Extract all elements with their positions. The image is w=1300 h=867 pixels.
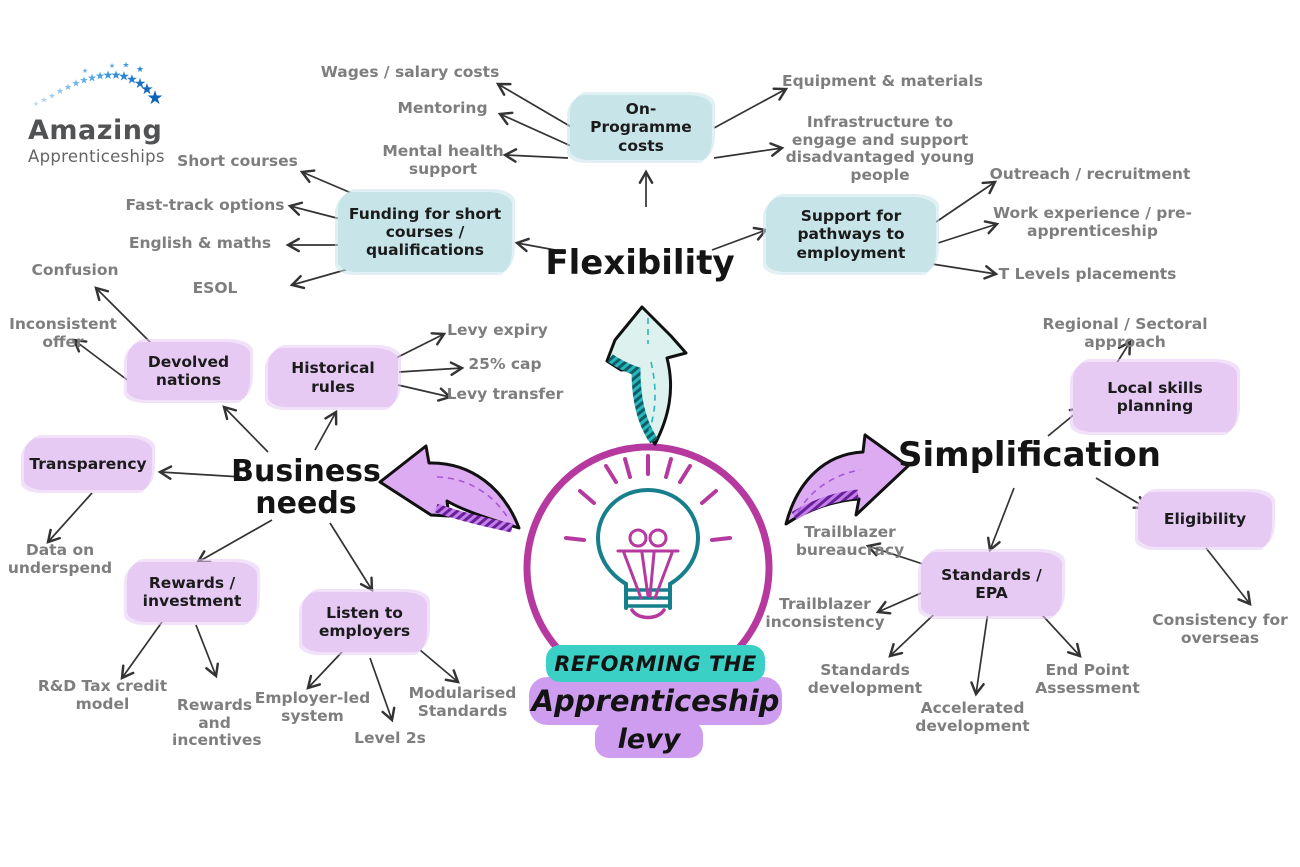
leaf-levy-expiry: Levy expiry bbox=[447, 321, 548, 339]
branch-title-business-needs: Business needs bbox=[231, 454, 381, 521]
leaf-infrastructure: Infrastructure to engage and support dis… bbox=[785, 113, 975, 184]
svg-text:★: ★ bbox=[109, 62, 115, 70]
arrow-left-purple-icon bbox=[378, 444, 521, 533]
node-devolved-nations: Devolved nations bbox=[127, 342, 250, 400]
logo-subtitle: Apprenticeships bbox=[28, 147, 165, 166]
leaf-trailblazer-inconsistency: Trailblazer inconsistency bbox=[765, 595, 885, 631]
leaf-levy-transfer: Levy transfer bbox=[446, 385, 564, 403]
connector-lines bbox=[46, 82, 1252, 723]
leaf-trailblazer-bureaucracy: Trailblazer bureaucracy bbox=[795, 523, 905, 559]
node-transparency: Transparency bbox=[24, 438, 152, 490]
leaf-work-experience: Work experience / pre-apprenticeship bbox=[992, 204, 1192, 240]
node-funding-short-courses: Funding for short courses / qualificatio… bbox=[338, 192, 512, 272]
leaf-outreach-recruitment: Outreach / recruitment bbox=[989, 165, 1191, 183]
svg-text:★: ★ bbox=[111, 68, 122, 82]
arrow-right-purple-icon bbox=[784, 433, 910, 526]
node-local-skills-planning: Local skills planning bbox=[1073, 362, 1237, 432]
leaf-t-levels-placements: T Levels placements bbox=[998, 265, 1177, 283]
lightbulb-icon bbox=[564, 454, 732, 620]
center-tag-levy: levy bbox=[595, 721, 703, 758]
leaf-regional-sectoral-approach: Regional / Sectoral approach bbox=[1042, 315, 1208, 351]
leaf-confusion: Confusion bbox=[31, 261, 119, 279]
branch-title-flexibility: Flexibility bbox=[545, 243, 735, 283]
svg-text:★: ★ bbox=[103, 68, 114, 82]
svg-text:★: ★ bbox=[95, 70, 105, 83]
svg-text:★: ★ bbox=[80, 76, 89, 87]
leaf-equipment-materials: Equipment & materials bbox=[781, 72, 984, 90]
leaf-modularised-standards: Modularised Standards bbox=[408, 684, 517, 720]
leaf-consistency-for-overseas: Consistency for overseas bbox=[1152, 611, 1288, 647]
leaf-mental-health-support: Mental health support bbox=[382, 142, 504, 178]
svg-text:★: ★ bbox=[134, 76, 147, 92]
leaf-level-2s: Level 2s bbox=[354, 729, 426, 747]
amazing-apprenticeships-logo: ★★★★★★★★★★★★★★★★★★★★ Amazing Apprentices… bbox=[22, 58, 212, 167]
leaf-employer-led-system: Employer-led system bbox=[254, 689, 371, 725]
logo-stars-icon: ★★★★★★★★★★★★★★★★★★★★ bbox=[33, 61, 164, 110]
node-rewards-investment: Rewards / investment bbox=[127, 562, 257, 622]
svg-text:★: ★ bbox=[64, 83, 72, 93]
leaf-rd-tax-credit-model: R&D Tax credit model bbox=[37, 677, 168, 713]
svg-text:★: ★ bbox=[87, 72, 97, 85]
leaf-wages-salary-costs: Wages / salary costs bbox=[320, 63, 500, 81]
svg-text:★: ★ bbox=[118, 70, 130, 85]
svg-text:★: ★ bbox=[122, 61, 129, 70]
leaf-mentoring: Mentoring bbox=[397, 99, 488, 117]
svg-text:★: ★ bbox=[48, 92, 55, 101]
branch-title-simplification: Simplification bbox=[898, 435, 1161, 475]
leaf-standards-development: Standards development bbox=[807, 661, 923, 697]
leaf-rewards-and-incentives: Rewards and incentives bbox=[172, 696, 262, 750]
node-historical-rules: Historical rules bbox=[268, 348, 398, 407]
center-tag-reforming-the: REFORMING THE bbox=[546, 645, 765, 682]
leaf-inconsistent-offer: Inconsistent offer bbox=[9, 315, 117, 351]
svg-text:★: ★ bbox=[136, 65, 144, 75]
leaf-esol: ESOL bbox=[192, 279, 238, 297]
center-tag-apprenticeship: Apprenticeship bbox=[529, 677, 782, 725]
svg-text:★: ★ bbox=[146, 87, 163, 109]
svg-text:★: ★ bbox=[56, 87, 64, 97]
node-listen-to-employers: Listen to employers bbox=[302, 592, 427, 652]
arrow-up-teal-icon bbox=[605, 305, 688, 446]
svg-text:★: ★ bbox=[72, 79, 81, 90]
leaf-end-point-assessment: End Point Assessment bbox=[1035, 661, 1140, 697]
leaf-25-cap: 25% cap bbox=[468, 355, 542, 373]
leaf-fast-track-options: Fast-track options bbox=[125, 196, 285, 214]
leaf-short-courses: Short courses bbox=[177, 152, 298, 170]
svg-text:★: ★ bbox=[126, 73, 138, 88]
leaf-data-on-underspend: Data on underspend bbox=[7, 541, 113, 577]
node-standards-epa: Standards / EPA bbox=[921, 552, 1062, 616]
node-eligibility: Eligibility bbox=[1138, 492, 1272, 547]
svg-text:★: ★ bbox=[33, 100, 39, 108]
svg-text:★: ★ bbox=[40, 96, 47, 105]
svg-text:★: ★ bbox=[82, 67, 88, 75]
svg-text:★: ★ bbox=[140, 80, 153, 98]
leaf-english-maths: English & maths bbox=[128, 234, 272, 252]
leaf-accelerated-development: Accelerated development bbox=[915, 699, 1030, 735]
logo-title: Amazing bbox=[28, 115, 163, 146]
node-on-programme-costs: On-Programme costs bbox=[570, 95, 712, 160]
node-support-pathways: Support for pathways to employment bbox=[766, 197, 936, 272]
